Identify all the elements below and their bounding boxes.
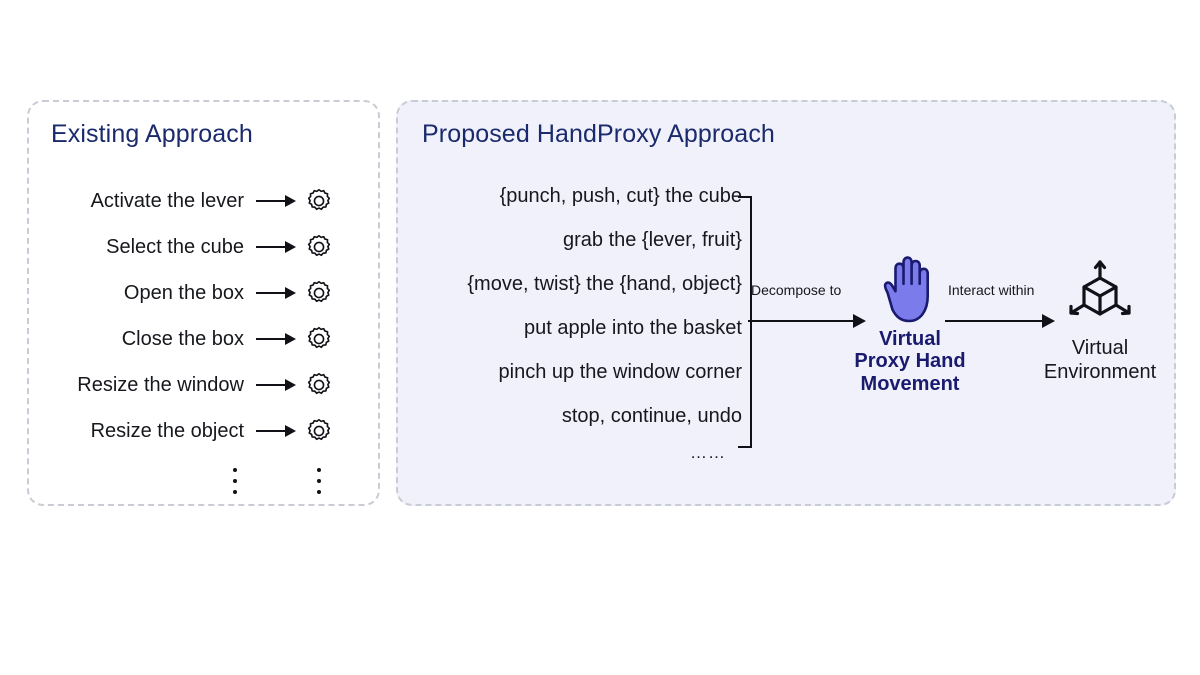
grouping-bracket xyxy=(738,196,752,448)
virtual-proxy-hand-caption: Virtual Proxy Hand Movement xyxy=(840,328,980,395)
list-item: grab the {lever, fruit} xyxy=(562,229,742,251)
open-hand-icon xyxy=(877,252,943,326)
list-item: {move, twist} the {hand, object} xyxy=(467,273,742,295)
vertical-ellipsis-icon xyxy=(306,468,332,494)
list-item: Resize the object xyxy=(29,408,378,454)
command-list: {punch, push, cut} the cube grab the {le… xyxy=(406,174,750,468)
command-label: Select the cube xyxy=(106,235,244,258)
caption-line-3: Movement xyxy=(860,372,960,395)
arrow-right-icon xyxy=(256,425,296,437)
list-continuation xyxy=(29,454,378,508)
3d-cube-axes-icon xyxy=(1063,256,1137,330)
list-item: Close the box xyxy=(29,316,378,362)
arrow-right-icon xyxy=(256,333,296,345)
list-item: put apple into the basket xyxy=(524,317,742,339)
gear-icon xyxy=(306,372,332,398)
virtual-proxy-hand-block: Virtual Proxy Hand Movement xyxy=(840,252,980,395)
gear-icon xyxy=(306,326,332,352)
list-item: pinch up the window corner xyxy=(498,361,742,383)
existing-approach-title: Existing Approach xyxy=(51,120,253,148)
caption-line-1: Virtual xyxy=(879,328,941,350)
virtual-environment-block: Virtual Environment xyxy=(1035,256,1165,384)
list-item: Resize the window xyxy=(29,362,378,408)
handproxy-approach-title: Proposed HandProxy Approach xyxy=(422,120,775,148)
gear-icon xyxy=(306,234,332,260)
decompose-arrow-label: Decompose to xyxy=(751,282,842,298)
command-label: Resize the window xyxy=(77,373,244,396)
arrow-right-icon xyxy=(256,195,296,207)
command-label: Open the box xyxy=(123,281,244,304)
virtual-environment-caption: Virtual Environment xyxy=(1035,336,1165,384)
list-continuation: …… xyxy=(690,443,726,462)
command-label: Resize the object xyxy=(90,419,244,442)
caption-line-2: Environment xyxy=(1043,361,1157,383)
interact-arrow-icon xyxy=(945,314,1055,328)
caption-line-1: Virtual xyxy=(1071,337,1129,359)
gear-icon xyxy=(306,188,332,214)
caption-line-2: Proxy Hand xyxy=(854,350,966,373)
arrow-right-icon xyxy=(256,241,296,253)
command-label: Close the box xyxy=(121,327,244,350)
arrow-right-icon xyxy=(256,379,296,391)
gear-icon xyxy=(306,418,332,444)
decompose-arrow-icon xyxy=(748,314,866,328)
existing-approach-panel: Existing Approach Activate the lever Sel… xyxy=(27,100,380,506)
interact-arrow-label: Interact within xyxy=(948,282,1035,298)
list-item: Open the box xyxy=(29,270,378,316)
vertical-ellipsis-icon xyxy=(222,468,248,494)
existing-approach-list: Activate the lever Select the cube xyxy=(29,178,378,508)
list-item: {punch, push, cut} the cube xyxy=(499,185,742,207)
gear-icon xyxy=(306,280,332,306)
list-item: Select the cube xyxy=(29,224,378,270)
arrow-right-icon xyxy=(256,287,296,299)
list-item: Activate the lever xyxy=(29,178,378,224)
list-item: stop, continue, undo xyxy=(561,405,742,427)
handproxy-approach-panel: Proposed HandProxy Approach {punch, push… xyxy=(396,100,1176,506)
command-label: Activate the lever xyxy=(90,189,244,212)
